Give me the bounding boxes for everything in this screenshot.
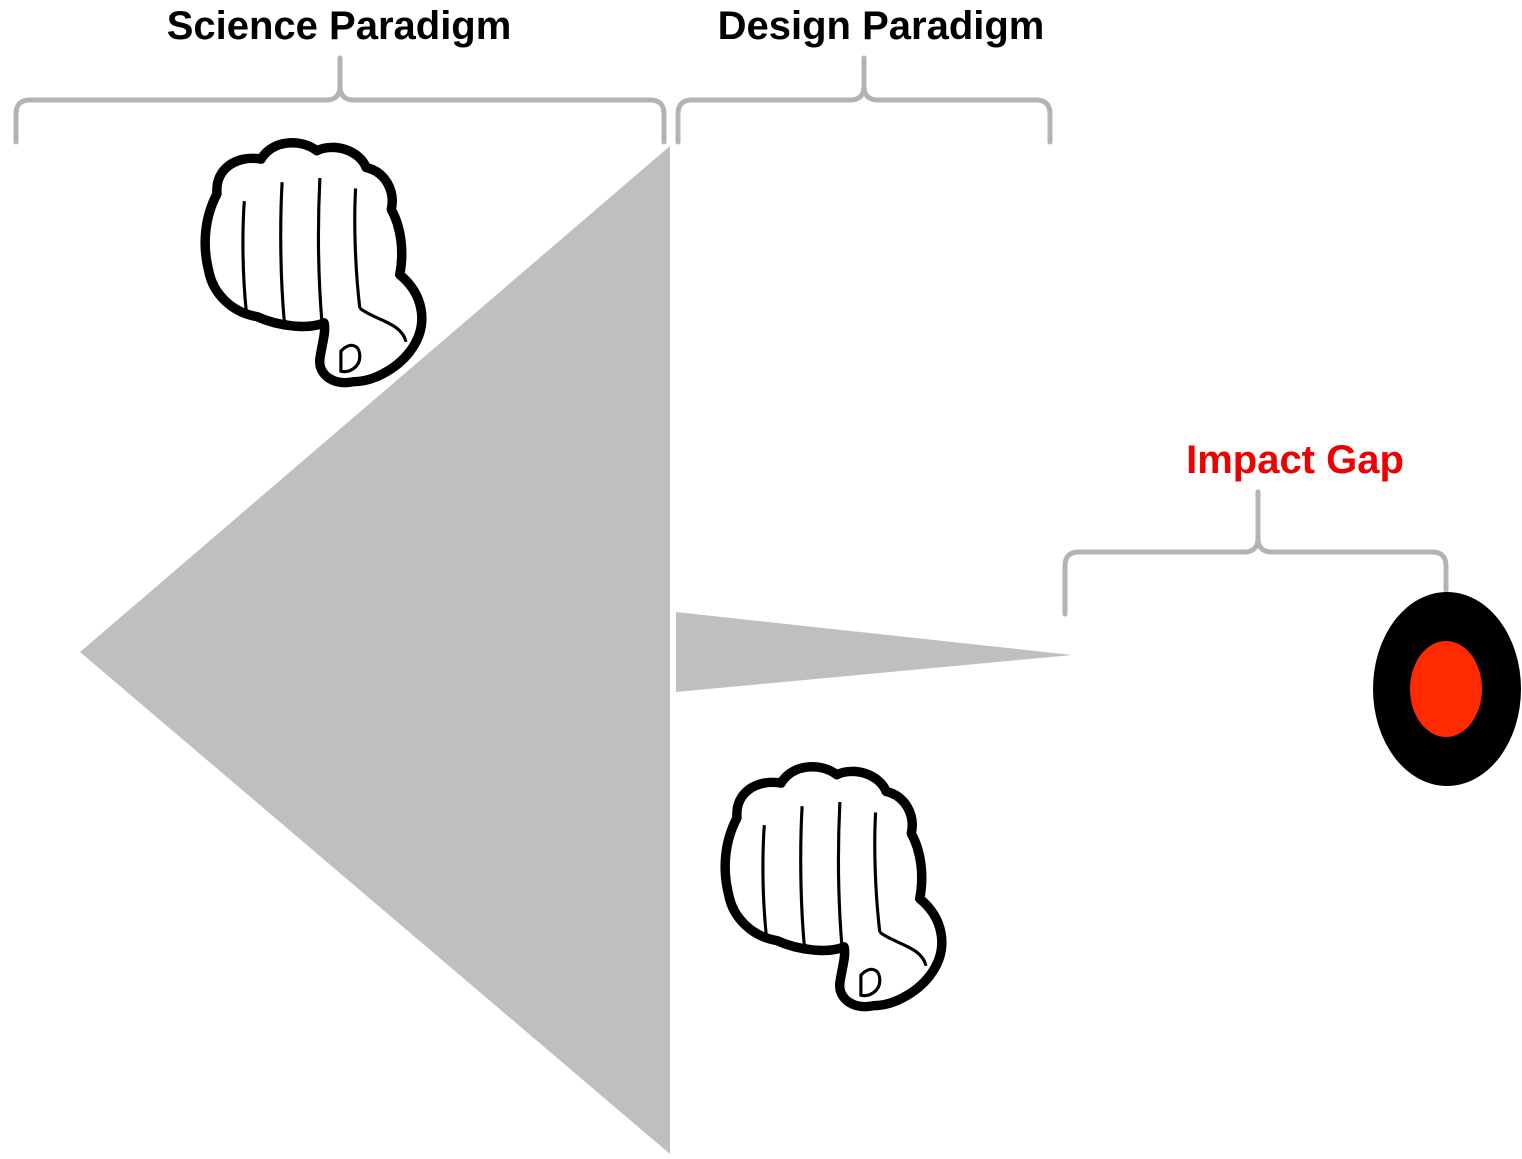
design-triangle bbox=[676, 612, 1072, 692]
impact-gap-label: Impact Gap bbox=[1186, 438, 1404, 482]
target-icon bbox=[1373, 592, 1521, 786]
science-bracket bbox=[13, 55, 667, 145]
impact-gap-bracket bbox=[1062, 489, 1449, 617]
science-fist-icon bbox=[205, 143, 422, 383]
design-paradigm-label: Design Paradigm bbox=[717, 4, 1045, 48]
design-bracket bbox=[675, 55, 1053, 145]
science-triangle bbox=[80, 146, 670, 1154]
science-paradigm-label: Science Paradigm bbox=[166, 4, 512, 48]
design-fist-icon bbox=[725, 767, 942, 1007]
